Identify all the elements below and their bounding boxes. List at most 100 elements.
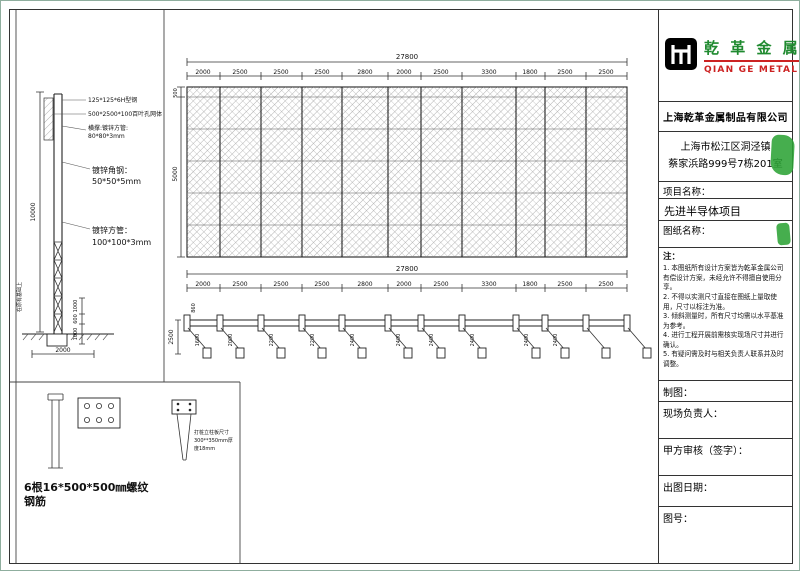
dim-b: 600 — [73, 314, 79, 324]
elevation-left-dimline — [177, 86, 185, 258]
title-block: 乾 革 金 属 QIAN GE METAL 上海乾革金属制品有限公司 上海市松江… — [658, 10, 799, 563]
channel-section — [47, 393, 64, 469]
note-item: 2. 不得以实测尺寸直接在图纸上量取使用，尺寸以标注为准。 — [663, 292, 777, 311]
green-seal-stamp — [769, 134, 796, 176]
elevation-total-dimline — [186, 58, 628, 66]
dim-label: 2500 — [314, 69, 329, 76]
rebar-note-line1: 6根16*500*500㎜螺纹 — [24, 480, 149, 494]
annotation-brace-2: 80*80*3mm — [88, 133, 125, 140]
address-line1: 上海市松江区洞泾镇 — [680, 142, 771, 153]
drawing-name-row: 图纸名称： — [659, 221, 792, 248]
plan-wall-lines — [187, 319, 627, 327]
field-issue-date: 出图日期： — [659, 476, 792, 507]
plan-posts — [183, 314, 652, 359]
dim-label: 2500 — [232, 281, 247, 288]
dim-post: 2200 — [310, 334, 316, 347]
dim-label: 3300 — [481, 69, 496, 76]
post-side-dimline — [79, 297, 85, 345]
drawing-sheet: 27800 2000 2500 2500 2500 2800 2000 2500… — [9, 9, 799, 564]
logo-block: 乾 革 金 属 QIAN GE METAL — [659, 10, 799, 102]
dim-label: 1800 — [522, 281, 537, 288]
plan-left-dimline — [175, 319, 181, 355]
rebar-note-line2: 钢筋 — [24, 494, 46, 508]
dim-c: 1000 — [73, 328, 79, 341]
company-address: 上海市松江区洞泾镇 蔡家浜路999号7栋201室 — [659, 132, 796, 182]
note-item: 4. 进行工程开展前需核实现场尺寸并进行确认。 — [663, 331, 784, 349]
dim-plan-total: 27800 — [396, 265, 418, 273]
pile-plate-holes — [176, 402, 192, 412]
dim-label: 2500 — [433, 281, 448, 288]
dim-plan-small: 860 — [191, 303, 197, 313]
notes-title: 注： — [663, 252, 681, 262]
dim-post: 2400 — [396, 334, 402, 347]
plan-seg-dimline — [186, 284, 628, 292]
project-name-value: 先进半导体项目 — [659, 199, 792, 221]
post-base-dimline — [31, 350, 95, 358]
pile-note-line1: 打桩立柱板尺寸 — [194, 429, 229, 436]
dim-elevation-height: 5000 — [172, 166, 179, 181]
dim-label: 2500 — [557, 69, 572, 76]
dim-post: 2200 — [269, 334, 275, 347]
green-seal-stamp-small — [776, 222, 791, 246]
pile-detail: 打桩立柱板尺寸 300**350mm厚 度18mm — [171, 399, 233, 461]
company-name: 上海乾革金属制品有限公司 — [659, 102, 792, 132]
frame-lines — [10, 10, 241, 563]
dim-post: 2400 — [524, 334, 530, 347]
logo-en-text: QIAN GE METAL — [704, 64, 799, 75]
annotation-tube-2: 100*100*3mm — [92, 238, 151, 247]
pile-plate — [171, 399, 197, 415]
post-lattice — [53, 241, 63, 333]
dim-post: 2400 — [350, 334, 356, 347]
dim-label: 2800 — [357, 281, 372, 288]
dim-post: 1600 — [195, 334, 201, 347]
pile-shaft — [176, 413, 192, 461]
plan-total-dimline — [186, 270, 628, 278]
field-drawn-by: 制图： — [659, 381, 792, 402]
dim-label: 3300 — [481, 281, 496, 288]
dim-plan-left: 2500 — [168, 329, 175, 344]
annotation-brace-1: 横撑:镀锌方管: — [88, 124, 128, 132]
logo-divider — [704, 59, 799, 62]
dim-label: 2800 — [357, 69, 372, 76]
address-line2: 蔡家浜路999号7栋201室 — [668, 158, 783, 170]
dim-label: 2000 — [396, 69, 411, 76]
dim-label: 2500 — [557, 281, 572, 288]
dim-label: 2000 — [195, 69, 210, 76]
logo-glyph — [665, 37, 697, 70]
dim-a: 1000 — [73, 300, 79, 313]
dim-label: 2500 — [433, 69, 448, 76]
dim-label: 2500 — [598, 69, 613, 76]
dim-post: 2400 — [553, 334, 559, 347]
notes-block: 注： 1. 本图纸所有设计方案皆为乾革金属公司有偿设计方案，未经允许不得擅自使用… — [659, 248, 792, 381]
dim-label: 2500 — [598, 281, 613, 288]
plan-view: 27800 2000 2500 2500 2500 2800 2000 2500… — [168, 265, 652, 359]
dim-base: 2000 — [55, 347, 70, 354]
elevation-rails — [187, 96, 627, 226]
note-item: 5. 有疑问需及时与相关负责人联系并及时调整。 — [663, 350, 784, 368]
field-drawing-number: 图号： — [663, 514, 693, 525]
baseplate-detail: 6根16*500*500㎜螺纹 钢筋 — [24, 393, 149, 508]
elevation-view: 27800 2000 2500 2500 2500 2800 2000 2500… — [172, 53, 628, 258]
dim-post: 2400 — [429, 334, 435, 347]
elevation-seg-dimline — [186, 72, 628, 80]
dim-label: 1800 — [522, 69, 537, 76]
dim-label: 2500 — [314, 281, 329, 288]
cad-drawing-canvas: 27800 2000 2500 2500 2500 2800 2000 2500… — [10, 10, 652, 563]
dim-label: 2000 — [195, 281, 210, 288]
side-note: 在原有基础上 — [16, 282, 23, 312]
post-height-dimline — [36, 91, 44, 333]
dim-post-height: 10000 — [30, 202, 37, 221]
dim-label: 2500 — [273, 281, 288, 288]
dim-post: 2400 — [470, 334, 476, 347]
logo-text: 乾 革 金 属 QIAN GE METAL — [704, 37, 799, 75]
note-item: 1. 本图纸所有设计方案皆为乾革金属公司有偿设计方案，未经允许不得擅自使用分享。 — [663, 264, 784, 292]
field-site-manager: 现场负责人： — [659, 402, 792, 439]
drawing-name-label: 图纸名称： — [663, 226, 711, 237]
annotation-angle-2: 50*50*5mm — [92, 177, 141, 186]
panel-edge-section — [43, 97, 54, 141]
pile-note-line2: 300**350mm厚 — [194, 438, 233, 444]
field-client-approval: 甲方审核（签字）： — [659, 439, 792, 476]
annotation-angle-1: 镀锌角钢： — [92, 165, 132, 175]
post-chords — [53, 93, 63, 334]
dim-label: 2500 — [232, 69, 247, 76]
